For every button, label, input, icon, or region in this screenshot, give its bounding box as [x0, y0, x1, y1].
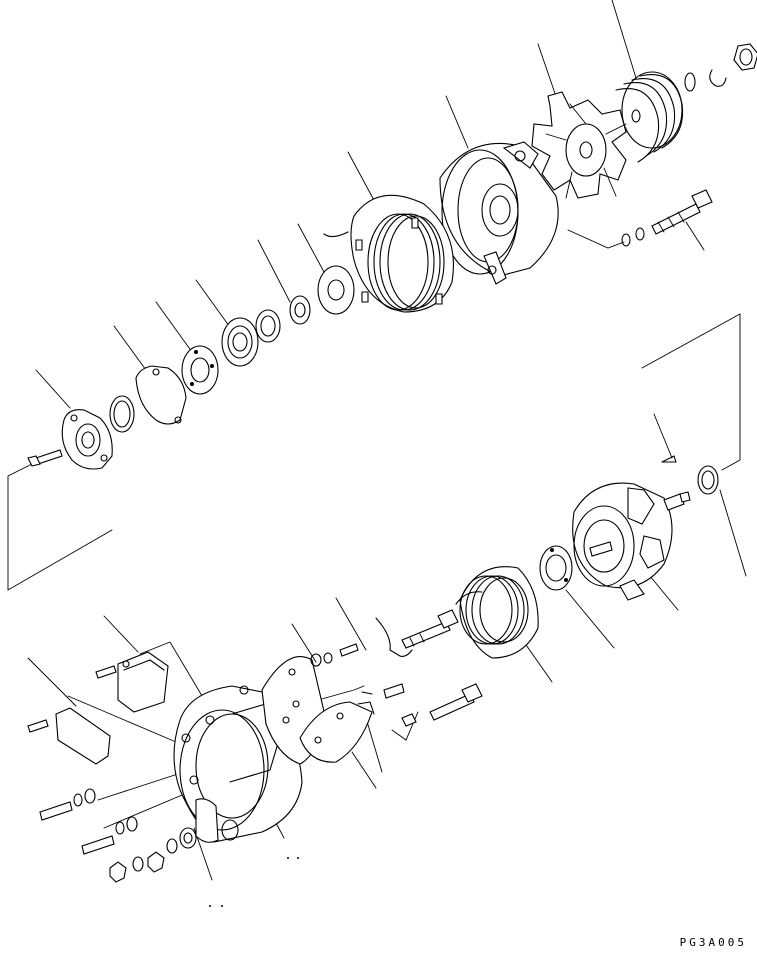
terminal-cover: [56, 708, 110, 764]
through-bolt-middle: [402, 610, 458, 648]
rotor-washer: [698, 466, 718, 494]
spring-washer-front: [685, 70, 726, 91]
rear-bearing-holder: [456, 567, 538, 658]
leader-lines: [8, 0, 746, 880]
end-plate: [62, 410, 112, 469]
front-housing: [440, 142, 558, 284]
through-bolt-lower: [430, 684, 482, 720]
rectifier-holder: [182, 346, 218, 394]
gasket-plate: [136, 366, 186, 424]
brush-lead: [376, 618, 412, 656]
figure-code-label: PG3A005: [679, 936, 747, 949]
cooling-fan: [532, 92, 626, 198]
through-bolt-upper: [622, 190, 712, 246]
voltage-regulator: [118, 652, 168, 712]
brush-holder: [300, 702, 374, 762]
slip-ring-spacer: [540, 546, 572, 590]
small-screw-left: [28, 450, 62, 466]
bearing-front: [290, 296, 310, 324]
terminal-nuts-washers: [110, 828, 196, 882]
stator: [324, 195, 453, 312]
spacer-collar: [318, 266, 354, 314]
bearing-cover: [222, 318, 258, 366]
scatter-marks: [209, 857, 299, 907]
key-pin: [662, 456, 676, 462]
retainer-ring: [256, 310, 280, 342]
terminal-stud-bolts: [40, 789, 137, 854]
o-ring: [110, 396, 134, 432]
rotor: [573, 483, 690, 600]
pulley-nut: [734, 44, 757, 70]
small-screws: [28, 644, 416, 732]
pulley: [616, 72, 683, 162]
